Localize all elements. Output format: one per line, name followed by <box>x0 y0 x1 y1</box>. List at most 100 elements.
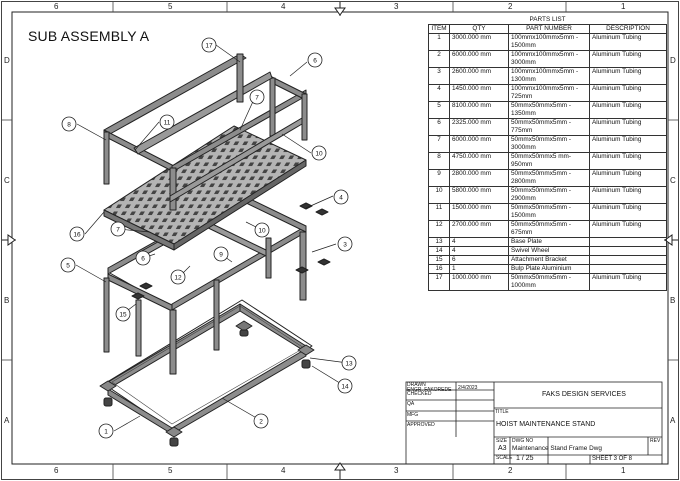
balloon <box>337 236 353 252</box>
balloon <box>337 378 353 394</box>
leader-lines <box>75 44 349 432</box>
balloon <box>110 221 126 237</box>
balloon-label: 15 <box>119 312 127 319</box>
tb-size: A3 <box>498 445 507 452</box>
tb-scale: 1 / 25 <box>516 455 534 462</box>
balloon <box>159 114 175 130</box>
tb-company: FAKS DESIGN SERVICES <box>542 391 626 398</box>
cell-part-number: 50mmx50mmx5mm - 1500mm <box>508 203 590 221</box>
balloon-label: 11 <box>164 120 171 127</box>
zone-label-bottom: 1 <box>621 466 626 475</box>
zone-label-bottom: 6 <box>54 466 59 475</box>
balloon-label: 14 <box>341 384 349 391</box>
balloon-label: 4 <box>339 195 343 202</box>
balloon <box>253 413 269 429</box>
zone-label-bottom: 3 <box>394 466 399 475</box>
balloon <box>135 250 151 266</box>
attachment-brackets <box>131 202 331 300</box>
base-plates <box>99 320 315 438</box>
balloon <box>98 423 114 439</box>
tb-dwg-no-label: DWG NO <box>512 438 534 444</box>
tb-dwg-no: Maintenance Stand Frame Dwg <box>512 445 602 452</box>
parts-list-table: PARTS LIST ITEM QTY PART NUMBER DESCRIPT… <box>428 16 667 291</box>
tb-title: HOIST MAINTENANCE STAND <box>496 421 596 428</box>
tb-mfg-label: MFG <box>407 412 419 418</box>
balloon <box>60 257 76 273</box>
tb-sheet: SHEET 3 OF 8 <box>592 456 632 462</box>
zone-label-bottom: 4 <box>281 466 286 475</box>
tb-size-label: SIZE <box>496 438 508 444</box>
drawing-title: SUB ASSEMBLY A <box>28 28 150 44</box>
zone-label-right: A <box>670 416 676 425</box>
balloon <box>115 306 131 322</box>
cell-description: Aluminum Tubing <box>589 273 667 291</box>
swivel-wheels <box>103 329 311 447</box>
zone-label-top: 4 <box>281 2 286 11</box>
cell-part-number: 50mmx50mmx5mm - 1000mm <box>508 273 590 291</box>
zone-label-top: 2 <box>508 2 513 11</box>
balloon <box>249 89 265 105</box>
zone-label-left: D <box>4 56 10 65</box>
zone-label-bottom: 2 <box>508 466 513 475</box>
balloon <box>311 145 327 161</box>
balloon <box>213 246 229 262</box>
bulb-plate <box>103 125 307 251</box>
tb-scale-label: SCALE <box>496 455 513 461</box>
balloon-label: 17 <box>205 43 213 50</box>
tb-drawn-by: ENGR. FAKOREDE <box>407 387 452 393</box>
balloon-label: 2 <box>259 419 263 426</box>
balloon <box>170 269 186 285</box>
tb-approved-label: APPROVED <box>407 422 435 428</box>
tb-qa-label: QA <box>407 401 415 407</box>
tb-drawn-date: 2/4/2023 <box>458 385 478 391</box>
balloon <box>69 226 85 242</box>
zone-label-top: 6 <box>54 2 59 11</box>
balloon-label: 10 <box>315 151 323 158</box>
balloon-label: 13 <box>345 361 353 368</box>
balloon-label: 9 <box>219 252 223 259</box>
balloon-label: 10 <box>258 228 266 235</box>
zone-label-right: D <box>670 56 676 65</box>
tb-checked-label: CHECKED <box>407 391 432 397</box>
balloon-label: 12 <box>174 275 182 282</box>
zone-label-right: B <box>670 296 676 305</box>
balloon <box>341 355 357 371</box>
balloon-label: 16 <box>73 232 81 239</box>
balloon <box>307 52 323 68</box>
balloon-label: 3 <box>343 242 347 249</box>
zone-label-left: C <box>4 176 10 185</box>
part-balloons <box>60 37 357 439</box>
zone-label-top: 5 <box>168 2 173 11</box>
zone-label-left: A <box>4 416 10 425</box>
balloon-label: 1 <box>104 429 108 436</box>
zone-label-left: B <box>4 296 10 305</box>
loose-tube <box>236 53 244 103</box>
balloon <box>61 116 77 132</box>
zone-label-bottom: 5 <box>168 466 173 475</box>
balloon-labels: 17 6 8 11 7 10 4 3 7 10 16 5 6 12 9 15 1… <box>66 43 353 436</box>
cell-part-number: 50mmx50mmx5mm - 2800mm <box>508 169 590 187</box>
balloon-label: 7 <box>116 227 120 234</box>
balloon-label: 7 <box>255 95 259 102</box>
balloon-label: 6 <box>141 256 145 263</box>
balloon-label: 5 <box>66 263 70 270</box>
balloon <box>201 37 217 53</box>
zone-label-top: 1 <box>621 2 626 11</box>
zone-label-right: C <box>670 176 676 185</box>
balloon-label: 6 <box>313 58 317 65</box>
tb-title-label: TITLE <box>495 409 509 415</box>
tb-drawn-label: DRAWN <box>407 382 426 388</box>
balloon <box>333 189 349 205</box>
